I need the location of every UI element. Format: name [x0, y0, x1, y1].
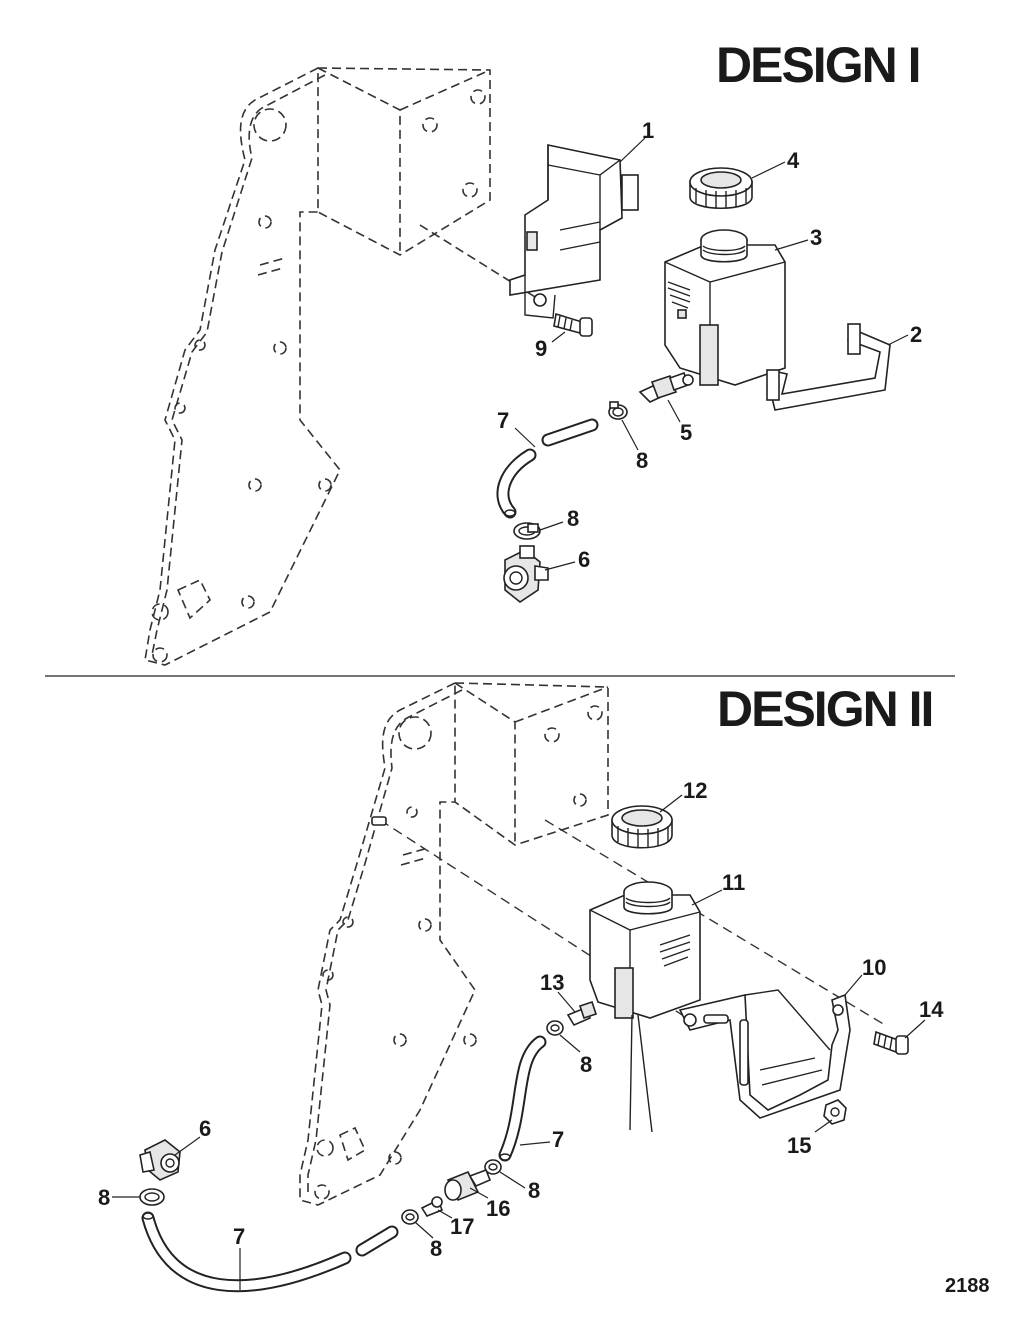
hose-clamp-part-8-a [608, 401, 628, 420]
fluid-reservoir-part-11 [589, 881, 701, 1133]
hose-clamp-part-8-d [484, 1159, 502, 1175]
callout-2: 2 [910, 322, 922, 347]
callout-labels-2: 12 11 10 14 13 8 15 6 7 8 8 16 17 7 8 [98, 778, 944, 1261]
nut-part-15 [823, 1099, 847, 1125]
callout-8: 8 [528, 1178, 540, 1203]
callout-15: 15 [787, 1133, 811, 1158]
callout-12: 12 [683, 778, 707, 803]
callout-7: 7 [552, 1127, 564, 1152]
callout-1: 1 [642, 118, 654, 143]
mounting-bracket-part-1 [509, 144, 639, 319]
bolt-part-14 [873, 1030, 909, 1055]
elbow-fitting-part-6 [503, 545, 549, 603]
callout-6: 6 [578, 547, 590, 572]
callout-8: 8 [636, 448, 648, 473]
hose-fitting-part-5 [638, 371, 694, 403]
callout-8: 8 [430, 1236, 442, 1261]
callout-9: 9 [535, 336, 547, 361]
hose-clamp-part-8-b [513, 522, 541, 540]
hose-fitting-part-13 [566, 1000, 598, 1027]
hose-part-7 [496, 418, 599, 519]
callout-16: 16 [486, 1196, 510, 1221]
mounting-bracket-part-10 [678, 989, 851, 1119]
callout-10: 10 [862, 955, 886, 980]
hose-clamp-part-8-f [139, 1188, 165, 1206]
hose-clamp-part-8-c [546, 1020, 564, 1036]
retaining-strap-part-2 [766, 323, 891, 411]
engine-bracket-outline-1 [144, 67, 541, 666]
callout-7: 7 [497, 408, 509, 433]
bolt-part-9 [553, 312, 593, 337]
callout-11: 11 [722, 870, 745, 895]
callout-8: 8 [98, 1185, 110, 1210]
figure-number: 2188 [945, 1275, 990, 1297]
fluid-reservoir-part-3 [664, 229, 786, 386]
callout-6: 6 [199, 1116, 211, 1141]
callout-4: 4 [787, 148, 800, 173]
design-1-title: DESIGN I [716, 37, 919, 93]
hose-part-7-upper [498, 1035, 547, 1162]
callout-13: 13 [540, 970, 564, 995]
elbow-fitting-part-6-b [139, 1139, 181, 1181]
pin-stud [371, 816, 387, 826]
callout-14: 14 [919, 997, 944, 1022]
callout-8: 8 [567, 506, 579, 531]
callout-leaders-2 [112, 794, 926, 1290]
hose-clamp-part-8-e [401, 1209, 419, 1225]
callout-labels-1: 1 4 3 2 9 5 7 8 8 6 [497, 118, 922, 572]
hose-part-7-lower [141, 1211, 399, 1293]
callout-17: 17 [450, 1214, 474, 1239]
callout-leaders-1 [514, 137, 909, 571]
callout-3: 3 [810, 225, 822, 250]
reservoir-cap-part-12 [611, 805, 673, 849]
fitting-part-17 [420, 1196, 444, 1217]
callout-8: 8 [580, 1052, 592, 1077]
callout-5: 5 [680, 420, 692, 445]
callout-7: 7 [233, 1224, 245, 1249]
design-2-title: DESIGN II [717, 681, 932, 737]
reservoir-cap-part-4 [689, 167, 753, 210]
